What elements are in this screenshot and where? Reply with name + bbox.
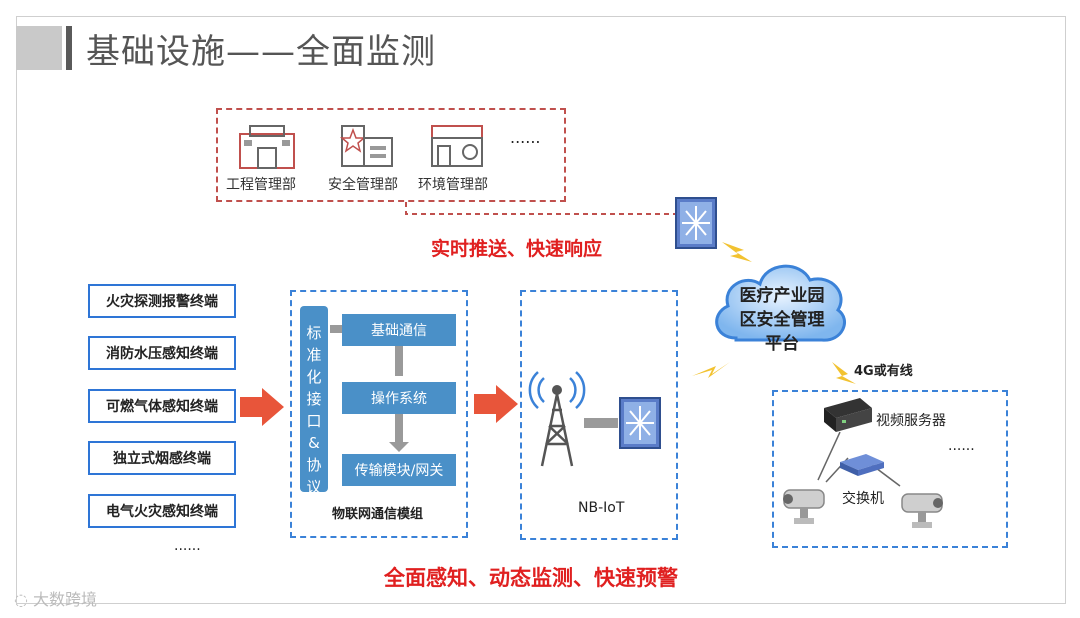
video-surveillance-group xyxy=(772,390,1008,548)
interface-protocol-bar: 标准化接口&协议 xyxy=(300,306,328,496)
server-to-camera-line xyxy=(817,431,841,481)
interface-protocol-label: 标准化接口&协议 xyxy=(306,324,322,496)
cloud-label-line: 区安全管理 xyxy=(739,310,825,330)
sensors-more: ...... xyxy=(174,538,201,554)
sensor-smoke: 独立式烟感终端 xyxy=(88,441,236,475)
video-server-label: 视频服务器 xyxy=(876,413,946,429)
module-down-arrowhead xyxy=(389,442,409,452)
sensor-fire-alarm: 火灾探测报警终端 xyxy=(88,284,236,318)
watermark-logo-icon: ◌ xyxy=(14,590,34,609)
building-icon xyxy=(431,125,483,167)
module-basic-comm: 基础通信 xyxy=(342,314,456,346)
departments-more: ...... xyxy=(510,128,541,147)
watermark-text: 大数跨境 xyxy=(33,590,98,609)
sensor-water-pressure: 消防水压感知终端 xyxy=(88,336,236,370)
cloud-label-line: 医疗产业园 xyxy=(739,286,825,306)
department-label-safety: 安全管理部 xyxy=(328,177,398,193)
video-server-icon xyxy=(824,398,872,432)
switch-device-icon xyxy=(840,454,884,476)
department-label-engineering: 工程管理部 xyxy=(226,177,296,193)
cloud-icon xyxy=(715,264,846,342)
title-accent-bar xyxy=(66,26,72,70)
arrow-module-to-nbiot xyxy=(474,385,518,423)
network-switch-icon xyxy=(675,197,717,249)
department-group xyxy=(216,108,566,202)
module-down-arrow-2 xyxy=(395,414,403,444)
cloud-label-line: 平台 xyxy=(765,334,799,354)
lightning-icon-1 xyxy=(722,242,752,262)
watermark: ◌ 大数跨境 xyxy=(14,586,97,610)
cell-tower-icon xyxy=(528,371,586,467)
lightning-icon-2 xyxy=(692,362,730,378)
building-icon xyxy=(239,125,295,169)
department-label-environment: 环境管理部 xyxy=(418,177,488,193)
tower-to-switch-connector xyxy=(584,418,618,428)
module-os: 操作系统 xyxy=(342,382,456,414)
slide-frame xyxy=(16,16,1066,604)
module-down-arrow-1 xyxy=(395,346,403,376)
lightning-icon-3 xyxy=(832,362,856,384)
iot-module-caption: 物联网通信模组 xyxy=(332,507,424,522)
building-icon xyxy=(339,125,393,167)
video-more: ...... xyxy=(948,438,975,454)
nbiot-caption: NB-IoT xyxy=(578,500,625,516)
sensor-electrical-fire: 电气火灾感知终端 xyxy=(88,494,236,528)
bottom-slogan: 全面感知、动态监测、快速预警 xyxy=(384,566,678,590)
module-transport: 传输模块/网关 xyxy=(342,454,456,486)
link-label: 4G或有线 xyxy=(854,364,913,379)
title-accent-block xyxy=(16,26,62,70)
dept-to-switch-connector xyxy=(405,202,676,215)
sensor-gas: 可燃气体感知终端 xyxy=(88,389,236,423)
arrow-sensors-to-module xyxy=(240,388,284,426)
camera-icon xyxy=(901,493,943,528)
page-title: 基础设施——全面监测 xyxy=(86,32,436,72)
switch-device-label: 交换机 xyxy=(842,491,884,507)
nbiot-group xyxy=(520,290,678,540)
cloud-platform-label: 医疗产业园 区安全管理 平台 xyxy=(722,284,842,356)
iot-module-group xyxy=(290,290,468,538)
camera-icon xyxy=(783,489,825,524)
module-connector xyxy=(330,325,344,333)
network-switch-icon xyxy=(619,397,661,449)
push-response-text: 实时推送、快速响应 xyxy=(431,238,603,260)
